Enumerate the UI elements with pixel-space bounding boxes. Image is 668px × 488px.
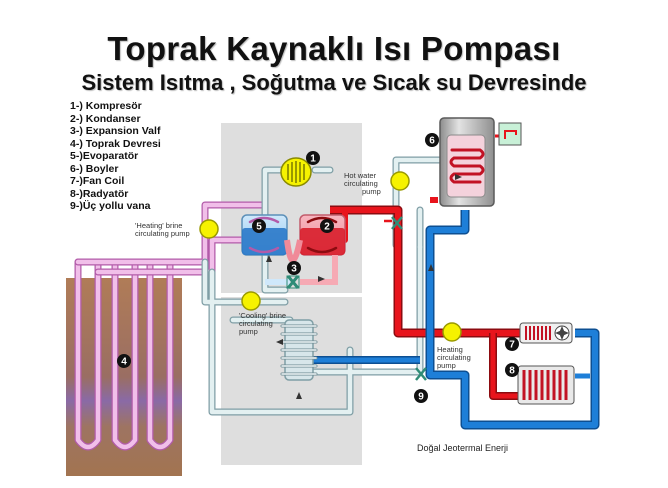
heating-brine-pump-label: 'Heating' brine circulating pump	[135, 221, 190, 238]
page-subtitle: Sistem Isıtma , Soğutma ve Sıcak su Devr…	[81, 70, 587, 95]
three-way-valves	[384, 216, 427, 381]
svg-text:6: 6	[429, 136, 435, 147]
tap-box	[498, 122, 522, 146]
legend-item: 8-)Radyatör	[70, 187, 129, 200]
svg-text:3: 3	[291, 264, 297, 275]
marker-9: 9	[414, 389, 428, 403]
pumps	[199, 171, 462, 342]
hot-water-pump	[390, 171, 410, 191]
flow-arrows	[266, 174, 462, 399]
heating-pump-label: Heating circulating pump	[437, 345, 473, 370]
page-title: Toprak Kaynaklı Isı Pompası	[107, 30, 561, 67]
legend-item: 9-)Üç yollu vana	[70, 200, 151, 212]
legend-item: 7-)Fan Coil	[70, 175, 125, 187]
boiler	[439, 117, 522, 207]
cooling-brine-pump	[241, 291, 261, 311]
hot-water-pump-label: Hot water circulating pump	[344, 171, 381, 196]
expansion-valve	[286, 275, 300, 289]
cooling-heat-exchanger	[280, 319, 318, 381]
marker-8: 8	[505, 363, 519, 377]
svg-text:7: 7	[509, 340, 515, 351]
marker-5: 5	[252, 219, 266, 233]
marker-1: 1	[306, 151, 320, 165]
heating-circulating-pump	[442, 322, 462, 342]
marker-4: 4	[117, 354, 131, 368]
legend-item: 1-) Kompresör	[70, 100, 142, 112]
cooling-brine-pump-label: 'Cooling' brine circulating pump	[239, 311, 288, 336]
marker-7: 7	[505, 337, 519, 351]
marker-3: 3	[287, 261, 301, 275]
footer-label: Doğal Jeotermal Enerji	[417, 443, 508, 453]
component-legend: 1-) Kompresör 2-) Kondanser 3-) Expansio…	[70, 100, 161, 213]
radiator	[517, 365, 575, 405]
svg-text:4: 4	[121, 357, 127, 368]
legend-item: 3-) Expansion Valf	[70, 125, 161, 137]
compressor	[280, 157, 312, 187]
marker-6: 6	[425, 133, 439, 147]
svg-text:9: 9	[418, 392, 424, 403]
annotation-labels: Hot water circulating pump 'Heating' bri…	[135, 171, 508, 453]
svg-text:5: 5	[256, 222, 262, 233]
svg-text:8: 8	[509, 366, 515, 377]
cold-circuit	[296, 210, 600, 430]
legend-item: 6-) Boyler	[70, 162, 119, 175]
legend-item: 2-) Kondanser	[70, 112, 141, 125]
legend-item: 5-)Evoparatör	[70, 150, 139, 162]
legend-item: 4-) Toprak Devresi	[70, 137, 161, 150]
svg-text:2: 2	[324, 222, 330, 233]
marker-2: 2	[320, 219, 334, 233]
markers: 1 2 3 4 5 6 7 8 9	[117, 133, 519, 403]
heating-brine-pump	[199, 219, 219, 239]
svg-text:1: 1	[310, 154, 316, 165]
fan-coil	[519, 322, 573, 344]
